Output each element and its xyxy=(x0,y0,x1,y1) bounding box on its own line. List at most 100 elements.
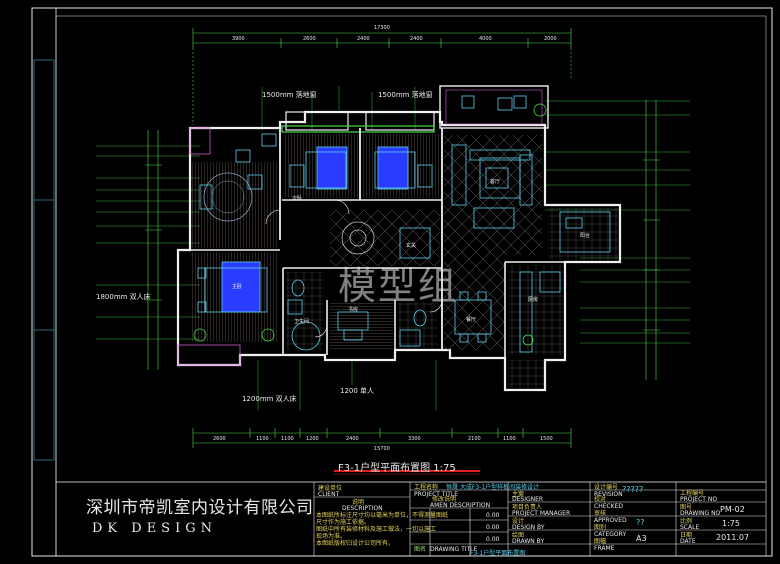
tb-desc-line-4: 现场为准。 xyxy=(316,533,347,540)
tb-client-label-en: CLIENT xyxy=(318,491,340,498)
tb-desc-line-3: 图纸中所有装修材料及施工做法，一切以施工 xyxy=(316,526,437,533)
tb-approved-label: 审核 xyxy=(594,510,607,517)
bottom-seg-dim-9: 1500 xyxy=(540,436,553,442)
bottom-seg-dim-7: 2100 xyxy=(468,436,481,442)
room-label-balcony: 阳台 xyxy=(580,233,591,239)
tb-drawing-no-label-en: DRAWING NO xyxy=(680,510,721,517)
bath-floor-2 xyxy=(398,302,438,348)
tb-revision-label-en: AMEN DESCRIPTION xyxy=(430,502,491,509)
top-total-dim: 17300 xyxy=(374,25,390,31)
bottom-total-dim: 15700 xyxy=(374,446,390,452)
company-name-en: DK DESIGN xyxy=(92,521,217,536)
annotation-window-1: 1500mm 落地窗 xyxy=(262,91,317,99)
tb-category-label: 图别 xyxy=(594,524,607,531)
master-bedroom-floor xyxy=(192,162,278,248)
room-label-kitchen: 厨房 xyxy=(528,297,539,303)
binding-box xyxy=(33,59,55,461)
living-floor xyxy=(444,135,542,255)
tb-pm-label: 项目负责人 xyxy=(512,504,543,511)
bottom-seg-dim-3: 1100 xyxy=(281,436,294,442)
bottom-seg-dim-8: 1100 xyxy=(503,436,516,442)
top-seg-dim-1: 3900 xyxy=(232,36,245,42)
bottom-seg-dim-2: 1100 xyxy=(256,436,269,442)
tb-date-label-en: DATE xyxy=(680,538,696,545)
annotation-window-2: 1500mm 落地窗 xyxy=(378,91,433,99)
tb-pm-label-en: PROJECT MANAGER xyxy=(512,510,571,517)
tb-checked-label-en: CHECKED xyxy=(594,503,624,510)
tb-revision-row-1: 0.00 xyxy=(486,512,500,519)
tb-drawn-by-label-en: DRAWN BY xyxy=(512,538,545,545)
tb-category-value: ?? xyxy=(636,518,645,527)
tb-desc-label: 说明 xyxy=(352,499,365,506)
annotation-bed-3: 1200mm 双人床 xyxy=(242,395,297,403)
tb-scale-label-en: SCALE xyxy=(680,524,700,531)
annotation-bed-1: 1800mm 双人床 xyxy=(96,293,151,301)
annotation-bed-2: 1200 单人 xyxy=(340,387,375,395)
top-dimension-lines xyxy=(192,28,572,125)
top-seg-dim-3: 2400 xyxy=(357,36,370,42)
tb-revision-row-2: 0.00 xyxy=(486,524,500,531)
tb-design-by-label-en: DESIGN BY xyxy=(512,524,545,531)
tb-drawing-no-label: 图号 xyxy=(680,504,693,511)
left-leaders xyxy=(96,145,200,340)
room-label-study: 书房 xyxy=(348,307,359,313)
tb-client-label: 建设单位 xyxy=(318,485,343,492)
tb-drawing-no-value: PM-02 xyxy=(720,505,745,514)
tb-revision-label: 修改说明 xyxy=(432,496,457,503)
tb-scale-value: 1:75 xyxy=(722,519,740,528)
bottom-dimension-lines xyxy=(192,428,572,448)
tb-frame-label: 图幅 xyxy=(594,538,607,545)
room-label-bedroom2: 次卧 xyxy=(292,196,303,202)
tb-design-code-value: ????? xyxy=(622,485,644,494)
tb-drawn-by-label: 绘图 xyxy=(512,532,525,539)
top-seg-dim-2: 2600 xyxy=(303,36,316,42)
tb-checked-label: 校对 xyxy=(594,496,607,503)
bath-floor xyxy=(286,272,324,350)
study-floor xyxy=(330,302,393,350)
bottom-seg-dim-4: 1200 xyxy=(306,436,319,442)
tb-frame-value: A3 xyxy=(636,534,647,543)
tb-category-label-en: CATEGORY xyxy=(594,531,627,538)
tb-approved-label-en: APPROVED xyxy=(594,517,627,524)
tb-designer-label: 主案 xyxy=(512,491,525,498)
room-label-living: 客厅 xyxy=(490,179,501,185)
tb-date-value: 2011.07 xyxy=(716,533,750,542)
tb-frame-label-en: FRAME xyxy=(594,545,615,552)
top-seg-dim-4: 2400 xyxy=(410,36,423,42)
bottom-seg-dim-6: 3300 xyxy=(408,436,421,442)
tb-desc-line-2: 尺寸作为施工依据。 xyxy=(316,519,371,526)
tb-revision-row-3: 0.00 xyxy=(486,536,500,543)
tb-design-code-label: 设计编号 xyxy=(594,484,619,491)
tb-design-by-label: 设计 xyxy=(512,518,525,525)
tb-designer-label-en: DESIGNER xyxy=(512,496,544,503)
company-block: 深圳市帝凯室内设计有限公司 DK DESIGN xyxy=(86,493,314,536)
corridor-floor xyxy=(330,210,440,266)
tb-project-label-en: PROJECT TITLE xyxy=(414,491,459,498)
tb-date-label: 日期 xyxy=(680,532,693,539)
room-label-dining: 餐厅 xyxy=(466,317,477,323)
tb-desc-label-en: DESCRIPTION xyxy=(342,505,383,512)
room-label-bath: 卫生间 xyxy=(294,319,310,325)
kitchen-floor xyxy=(508,265,563,355)
balcony-floor-bottom xyxy=(508,360,544,388)
side-dimension-lines xyxy=(145,100,660,380)
room-label-entry: 玄关 xyxy=(406,243,417,249)
title-block xyxy=(55,481,767,557)
tb-scale-label: 比例 xyxy=(680,518,693,525)
tb-project-name: 恒晟 大成F3-1户型样板间装修设计 xyxy=(446,484,540,491)
tb-drawing-label: 图名 xyxy=(414,546,427,553)
watermark: 模型组 xyxy=(338,264,459,308)
tb-project-no-label-en: PROJECT NO xyxy=(680,496,718,503)
tb-desc-line-1: 本图纸所标注尺寸均以毫米为单位，不得测量图纸 xyxy=(316,512,449,519)
floor-plan xyxy=(176,85,622,392)
room-label-master: 主卧 xyxy=(232,284,243,290)
tb-project-no-label: 工程编号 xyxy=(680,490,705,497)
bottom-seg-dim-5: 2400 xyxy=(346,436,359,442)
plan-title: F3-1户型平面布置图 1:75 xyxy=(338,463,456,474)
top-seg-dim-5: 4000 xyxy=(479,36,492,42)
furniture xyxy=(193,95,611,353)
bottom-seg-dim-1: 2600 xyxy=(213,436,226,442)
tb-design-code-label-en: REVISION xyxy=(594,491,623,498)
tb-project-label: 工程名称 xyxy=(414,484,439,491)
